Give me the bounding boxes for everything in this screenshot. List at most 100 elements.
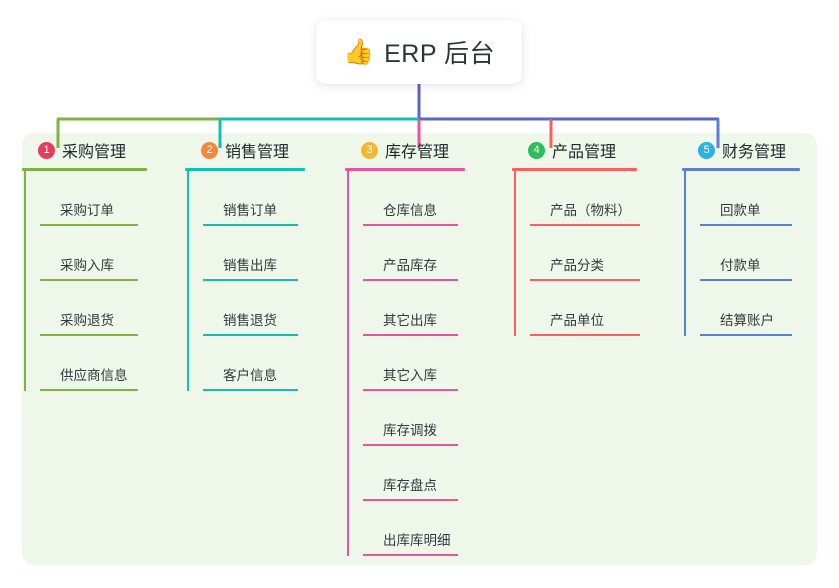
branch-item[interactable]: 产品分类 (528, 226, 667, 281)
branch-underline (682, 168, 800, 171)
branch-item[interactable]: 销售出库 (201, 226, 335, 281)
branch-column-4: 4 产品管理产品（物料） 产品分类产品单位 (512, 133, 667, 336)
branch-item-underline (363, 389, 458, 391)
branch-item[interactable]: 产品单位 (528, 281, 667, 336)
branch-badge-5: 5 (698, 141, 715, 159)
branch-item[interactable]: 采购订单 (38, 171, 177, 226)
branch-trunk-line (187, 171, 189, 391)
branch-item[interactable]: 其它出库 (361, 281, 495, 336)
branch-item-underline (203, 224, 298, 226)
branch-items: 仓库信息产品库存其它出库其它入库库存调拨库存盘点出库库明细 (345, 171, 495, 556)
branch-item-label: 其它入库 (383, 368, 437, 383)
branch-item[interactable]: 产品库存 (361, 226, 495, 281)
branch-trunk-line (684, 171, 686, 336)
branch-trunk-line (347, 171, 349, 556)
branch-item-underline (363, 444, 458, 446)
branch-item[interactable]: 其它入库 (361, 336, 495, 391)
branch-items: 回款单付款单结算账户 (682, 171, 830, 336)
branch-item-label: 其它出库 (383, 313, 437, 328)
branch-item-label: 产品库存 (383, 258, 437, 273)
branch-badge-2: 2 (201, 141, 218, 159)
branch-item-underline (363, 279, 458, 281)
branch-items: 采购订单采购入库采购退货供应商信息 (22, 171, 177, 391)
branch-badge-4: 4 (528, 141, 545, 159)
branch-header-5[interactable]: 5 财务管理 (682, 133, 830, 167)
branch-item[interactable]: 结算账户 (698, 281, 830, 336)
branch-underline (185, 168, 305, 171)
root-node-title: ERP 后台 (384, 40, 496, 68)
branch-title: 销售管理 (225, 144, 290, 161)
branch-item-underline (203, 389, 298, 391)
branch-title: 财务管理 (722, 144, 787, 161)
branch-item-underline (700, 224, 792, 226)
branch-items: 产品（物料） 产品分类产品单位 (512, 171, 667, 336)
branch-item-underline (40, 389, 138, 391)
branch-item[interactable]: 销售订单 (201, 171, 335, 226)
branch-item[interactable]: 库存盘点 (361, 446, 495, 501)
branch-item[interactable]: 仓库信息 (361, 171, 495, 226)
branch-column-5: 5 财务管理回款单付款单结算账户 (682, 133, 830, 336)
root-node[interactable]: 👍 ERP 后台 (316, 20, 522, 84)
branch-badge-3: 3 (361, 141, 378, 159)
branch-item-underline (40, 224, 138, 226)
branch-badge-1: 1 (38, 141, 55, 159)
branch-item-label: 结算账户 (720, 313, 774, 328)
branch-item-underline (700, 334, 792, 336)
branch-item-label: 产品单位 (550, 313, 604, 328)
branch-item-label: 回款单 (720, 203, 761, 218)
branch-header-3[interactable]: 3 库存管理 (345, 133, 495, 167)
branch-item-underline (203, 334, 298, 336)
branch-item-underline (40, 279, 138, 281)
branch-header-1[interactable]: 1 采购管理 (22, 133, 177, 167)
branch-item-label: 付款单 (720, 258, 761, 273)
branch-item-underline (363, 224, 458, 226)
branch-item-underline (363, 499, 458, 501)
branch-item-underline (530, 334, 640, 336)
branch-title: 采购管理 (62, 144, 127, 161)
branch-item-underline (203, 279, 298, 281)
thumbs-up-icon: 👍 (342, 37, 375, 66)
branch-item[interactable]: 采购入库 (38, 226, 177, 281)
branch-item-underline (530, 279, 640, 281)
branch-item-underline (40, 334, 138, 336)
branch-columns: 1 采购管理采购订单采购入库采购退货供应商信息 2 销售管理销售订单销售出库销售退货客… (22, 133, 817, 565)
branch-title: 产品管理 (552, 144, 617, 161)
branch-header-2[interactable]: 2 销售管理 (185, 133, 335, 167)
branch-item-label: 采购入库 (60, 258, 114, 273)
branch-item[interactable]: 客户信息 (201, 336, 335, 391)
branch-item-underline (530, 224, 640, 226)
branch-item-label: 销售订单 (223, 203, 277, 218)
branch-underline (512, 168, 637, 171)
branch-items: 销售订单销售出库销售退货客户信息 (185, 171, 335, 391)
branch-column-3: 3 库存管理仓库信息产品库存其它出库其它入库库存调拨库存盘点出库库明细 (345, 133, 495, 556)
branch-item-label: 采购订单 (60, 203, 114, 218)
branch-trunk-line (24, 171, 26, 391)
branch-item-label: 供应商信息 (60, 368, 128, 383)
branch-item[interactable]: 供应商信息 (38, 336, 177, 391)
branch-item-label: 出库库明细 (383, 533, 451, 548)
branch-item-label: 产品（物料） (550, 203, 631, 218)
branch-item[interactable]: 回款单 (698, 171, 830, 226)
branch-item-label: 采购退货 (60, 313, 114, 328)
branch-item-underline (363, 554, 458, 556)
branch-header-4[interactable]: 4 产品管理 (512, 133, 667, 167)
branch-underline (22, 168, 147, 171)
branch-title: 库存管理 (385, 144, 450, 161)
branch-item-underline (363, 334, 458, 336)
branch-item[interactable]: 销售退货 (201, 281, 335, 336)
branch-trunk-line (514, 171, 516, 336)
branch-item-label: 库存盘点 (383, 478, 437, 493)
branch-item-label: 销售出库 (223, 258, 277, 273)
branch-item[interactable]: 采购退货 (38, 281, 177, 336)
branch-item[interactable]: 产品（物料） (528, 171, 667, 226)
branch-item-underline (700, 279, 792, 281)
branch-item-label: 库存调拨 (383, 423, 437, 438)
branch-item-label: 客户信息 (223, 368, 277, 383)
branch-item-label: 仓库信息 (383, 203, 437, 218)
branch-underline (345, 168, 465, 171)
branch-column-1: 1 采购管理采购订单采购入库采购退货供应商信息 (22, 133, 177, 391)
branch-item[interactable]: 付款单 (698, 226, 830, 281)
branch-item[interactable]: 库存调拨 (361, 391, 495, 446)
branch-item[interactable]: 出库库明细 (361, 501, 495, 556)
